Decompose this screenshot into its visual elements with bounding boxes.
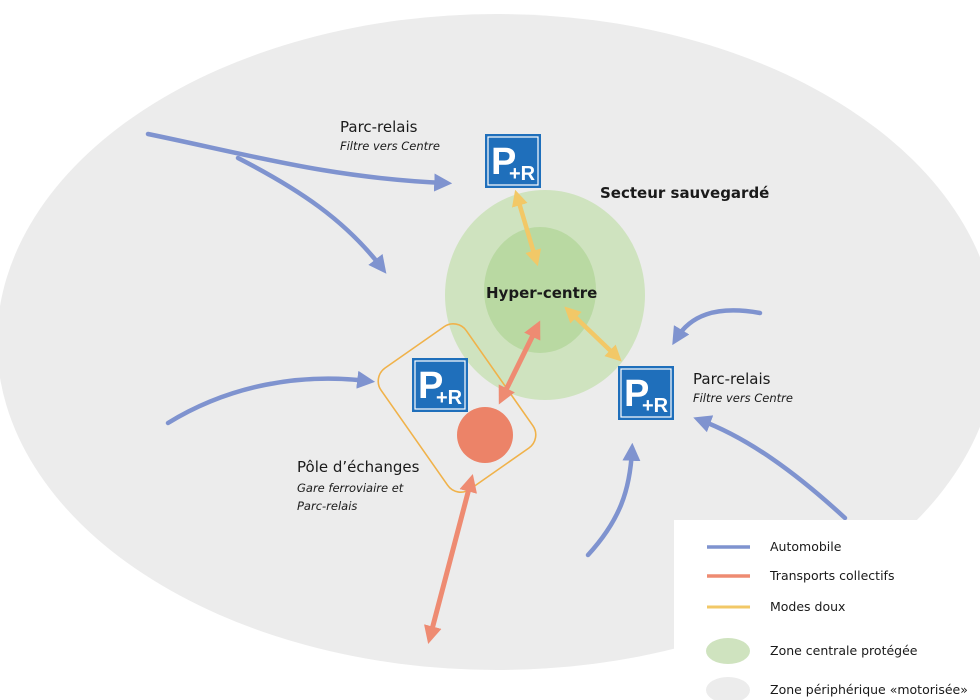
legend-swatch-zone-peripherique (706, 677, 750, 700)
parc-relais-right-title: Parc-relais (693, 370, 771, 388)
parking-sign-pole: P +R (412, 358, 468, 412)
legend-swatch-zone-centrale (706, 638, 750, 664)
svg-text:+R: +R (642, 395, 669, 417)
hyper-centre-label: Hyper-centre (486, 284, 598, 302)
secteur-sauvegarde-label: Secteur sauvegardé (600, 184, 770, 202)
legend-label-transports: Transports collectifs (770, 568, 895, 583)
legend-label-modes-doux: Modes doux (770, 599, 846, 614)
parc-relais-top-title: Parc-relais (340, 118, 418, 136)
auto-flow-bottom-right (693, 415, 848, 521)
transport-link-south (424, 474, 477, 644)
parc-relais-top-subtitle: Filtre vers Centre (340, 139, 440, 153)
auto-flow-right-top (672, 308, 763, 346)
svg-text:+R: +R (436, 387, 463, 409)
legend-label-zone-peripherique: Zone périphérique «motorisée» (770, 682, 968, 697)
legend-label-zone-centrale: Zone centrale protégée (770, 643, 918, 658)
legend-label-automobile: Automobile (770, 539, 842, 554)
svg-text:P: P (418, 365, 443, 407)
pole-echanges-title: Pôle d’échanges (297, 458, 420, 476)
modes-doux-links (512, 189, 622, 362)
svg-text:P: P (624, 373, 649, 415)
legend-panel (674, 520, 980, 700)
parking-sign-top: P +R (485, 134, 541, 188)
auto-flow-top-branch (235, 155, 387, 274)
svg-text:+R: +R (509, 163, 536, 185)
pole-echanges-subtitle-1: Gare ferroviaire et (297, 481, 404, 495)
transport-link-centre (498, 320, 541, 405)
auto-flow-left (165, 370, 376, 426)
modes-doux-link-right (564, 306, 622, 362)
parc-relais-right-subtitle: Filtre vers Centre (693, 391, 793, 405)
svg-text:P: P (491, 141, 516, 183)
parking-sign-right: P +R (618, 366, 674, 420)
transports-links (424, 320, 541, 644)
auto-flow-top (145, 131, 453, 192)
automobile-flows (145, 131, 848, 558)
gare-circle (457, 407, 513, 463)
pole-echanges-subtitle-2: Parc-relais (297, 499, 358, 513)
modes-doux-link-top (512, 189, 541, 267)
auto-flow-bottom (585, 442, 641, 558)
